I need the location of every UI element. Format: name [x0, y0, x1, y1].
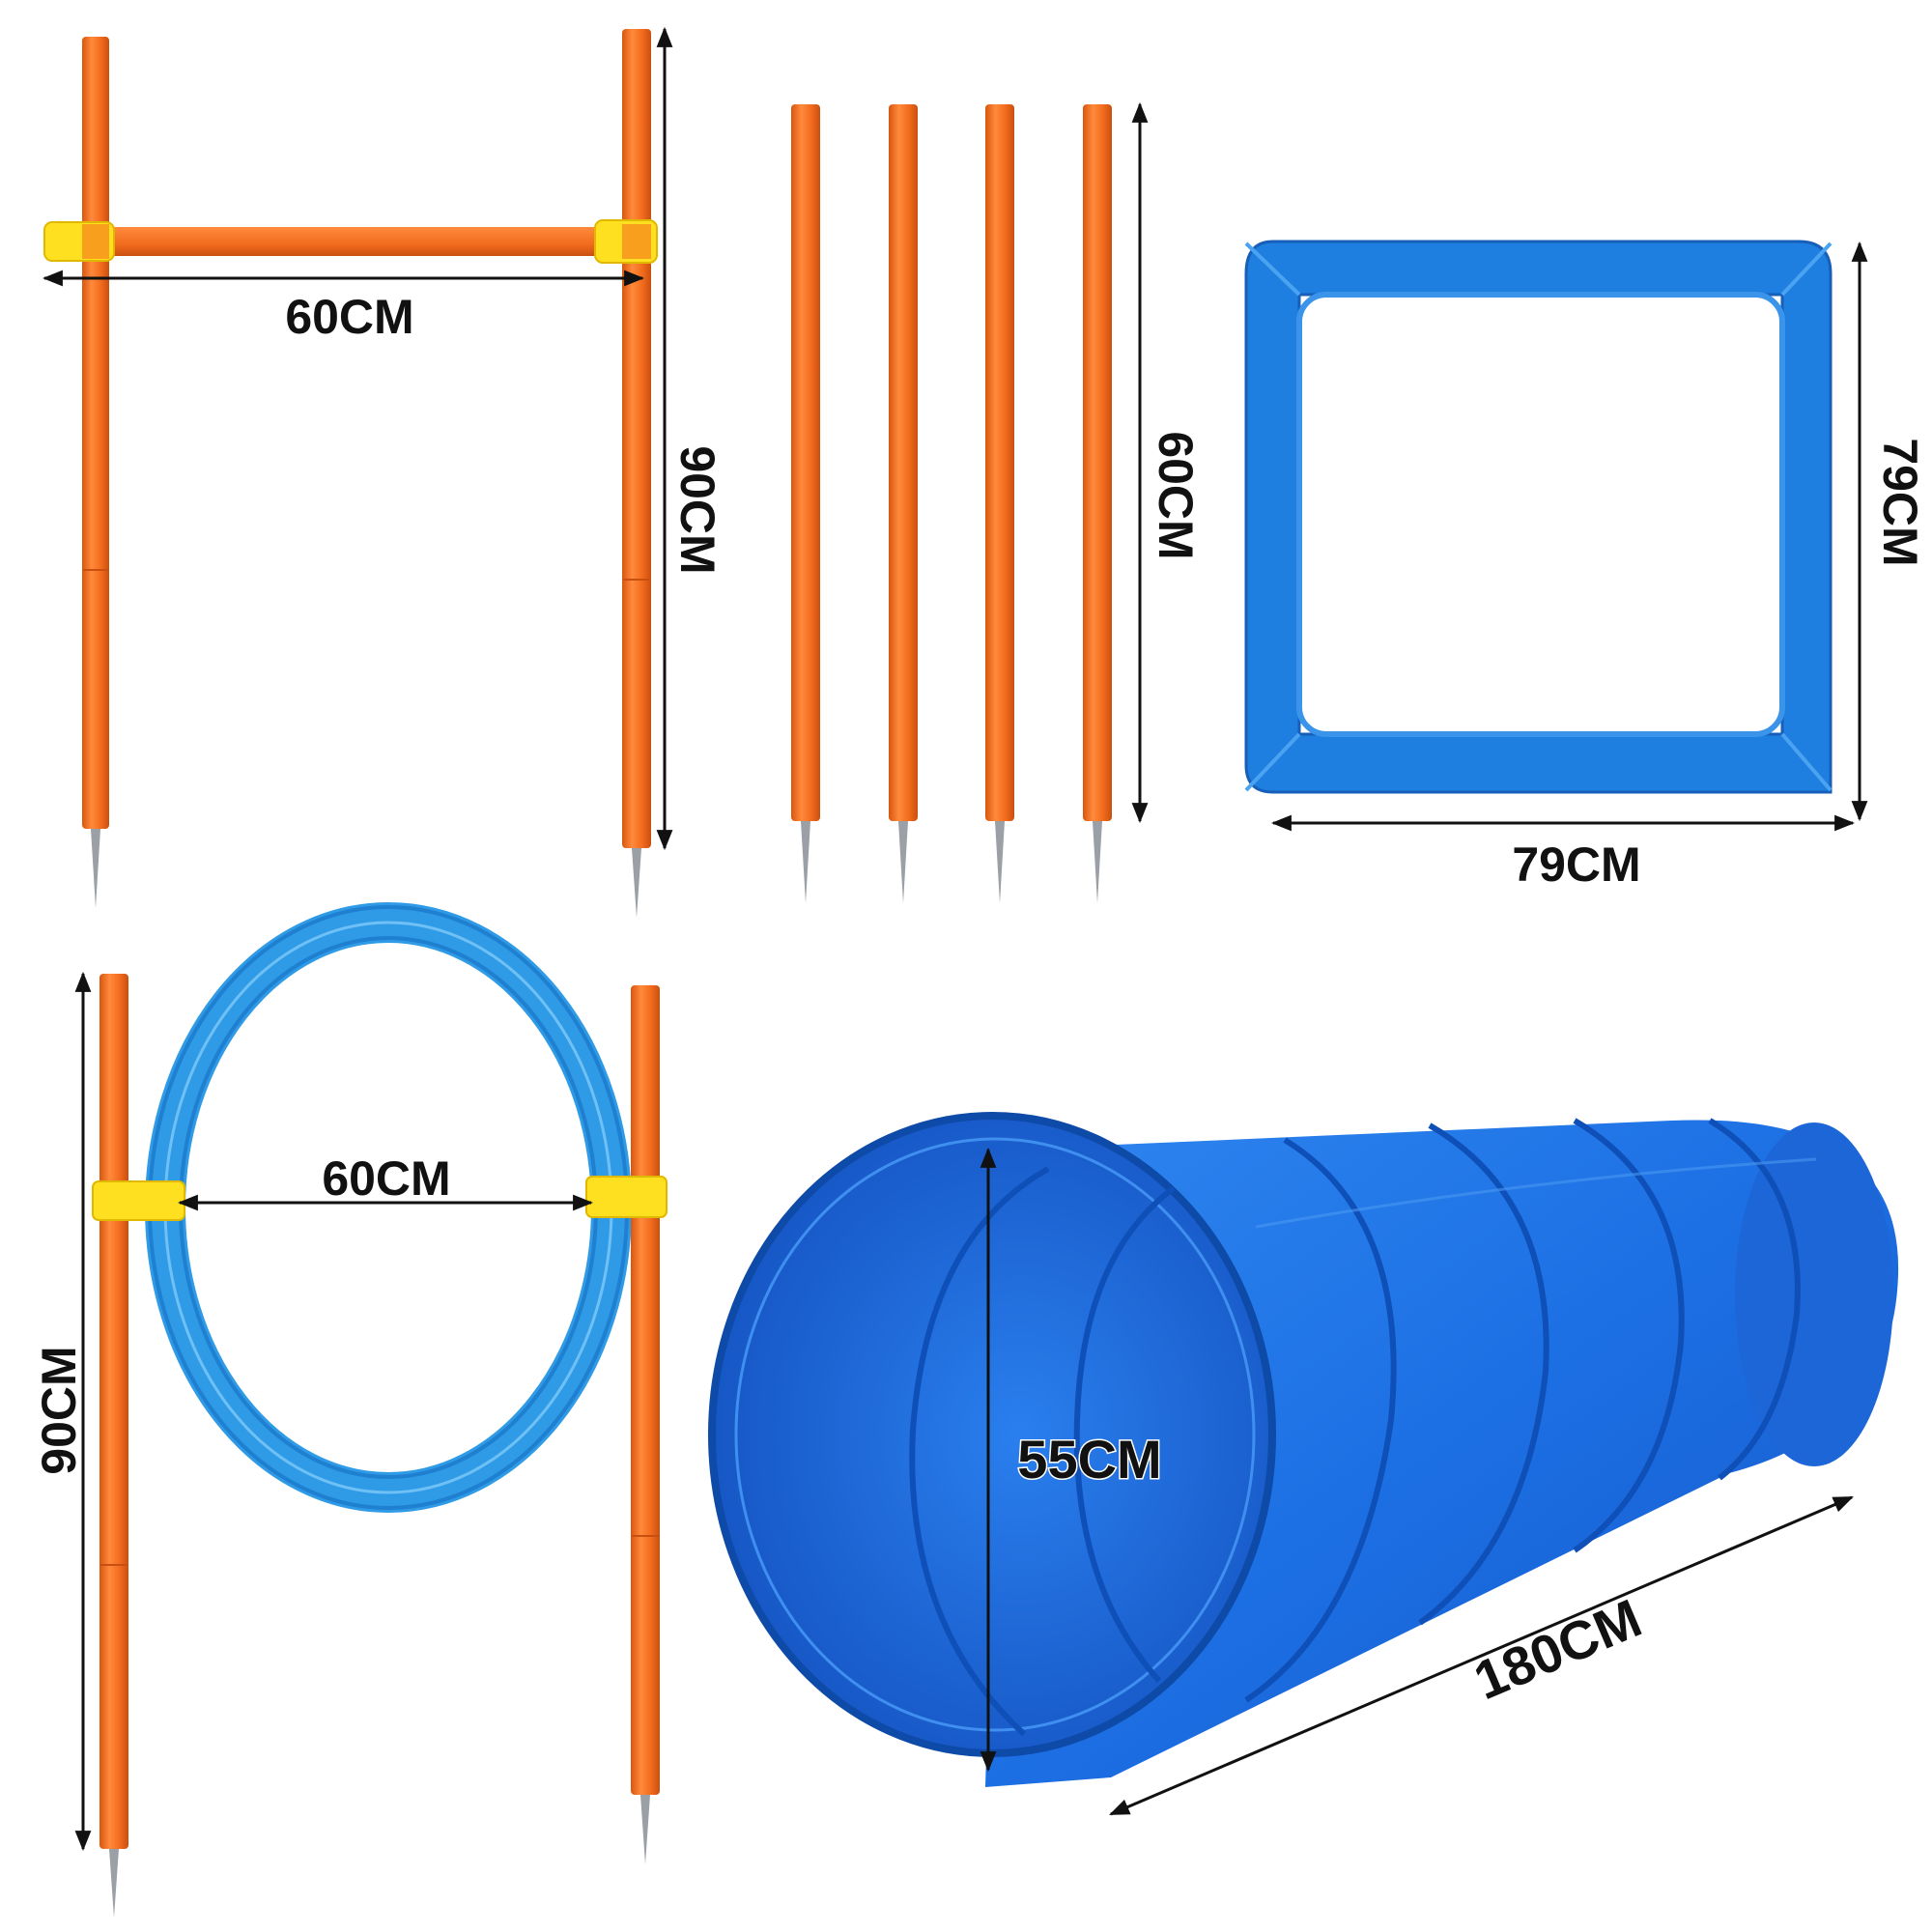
tunnel-diameter-label: 55CM	[1017, 1429, 1161, 1490]
weave-poles: 60CM	[791, 101, 1203, 903]
hoop-diameter-label: 60CM	[322, 1151, 450, 1206]
weave-pole-1	[791, 104, 820, 903]
hoop-jump: 60CM 90CM	[32, 902, 668, 1918]
agility-tunnel: 55CM 180CM	[708, 1112, 1899, 1816]
hoop-right-pole	[631, 985, 660, 1864]
hurdle-crossbar	[46, 227, 653, 256]
pause-box-width-label: 79CM	[1512, 838, 1640, 892]
weave-pole-3	[985, 104, 1014, 903]
hoop-ring	[145, 902, 632, 1513]
hoop-right-clip	[585, 1176, 668, 1218]
tunnel-length-dimension	[1109, 1495, 1854, 1816]
hurdle-width-label: 60CM	[285, 290, 413, 344]
hoop-left-pole	[99, 974, 128, 1918]
tunnel-length-label: 180CM	[1465, 1587, 1650, 1712]
pause-box-height-label: 79CM	[1873, 438, 1927, 566]
weave-pole-height-label: 60CM	[1149, 431, 1203, 559]
weave-pole-4	[1083, 104, 1112, 903]
hoop-left-clip	[92, 1180, 185, 1221]
hurdle-left-pole	[82, 37, 109, 908]
hurdle-height-label: 90CM	[670, 445, 724, 574]
pause-box: 79CM 79CM	[1244, 240, 1927, 892]
hurdle-right-pole	[622, 29, 651, 918]
hoop-pole-height-label: 90CM	[32, 1346, 86, 1474]
weave-pole-2	[889, 104, 918, 903]
hurdle-jump: 60CM 90CM	[42, 26, 724, 918]
